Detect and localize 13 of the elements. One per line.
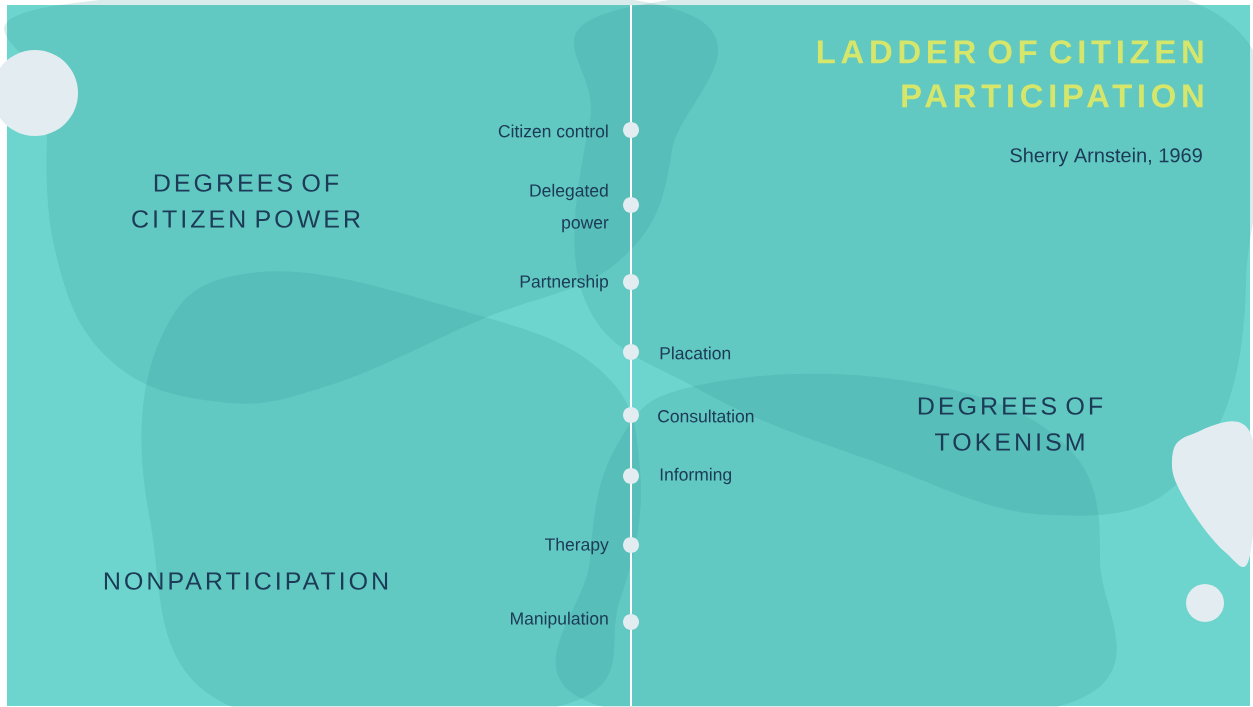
group-heading: NONPARTICIPATION <box>104 572 388 590</box>
rung-label: Consultation <box>658 409 754 423</box>
rung-label: Citizen control <box>498 124 608 138</box>
group-heading: DEGREES OF TOKENISM <box>918 397 1103 451</box>
rung-label: Manipulation <box>511 611 608 629</box>
rung-label: Informing <box>660 467 732 485</box>
rung-label: Partnership <box>520 274 609 292</box>
group-heading: DEGREES OF CITIZEN POWER <box>132 174 360 228</box>
title: LADDER OF CITIZEN PARTICIPATION <box>817 40 1203 108</box>
rung-label: Delegated power <box>530 183 609 233</box>
rung-label: Therapy <box>545 537 609 555</box>
rung-label: Placation <box>660 346 731 360</box>
author-credit: Sherry Arnstein, 1969 <box>1010 147 1202 167</box>
